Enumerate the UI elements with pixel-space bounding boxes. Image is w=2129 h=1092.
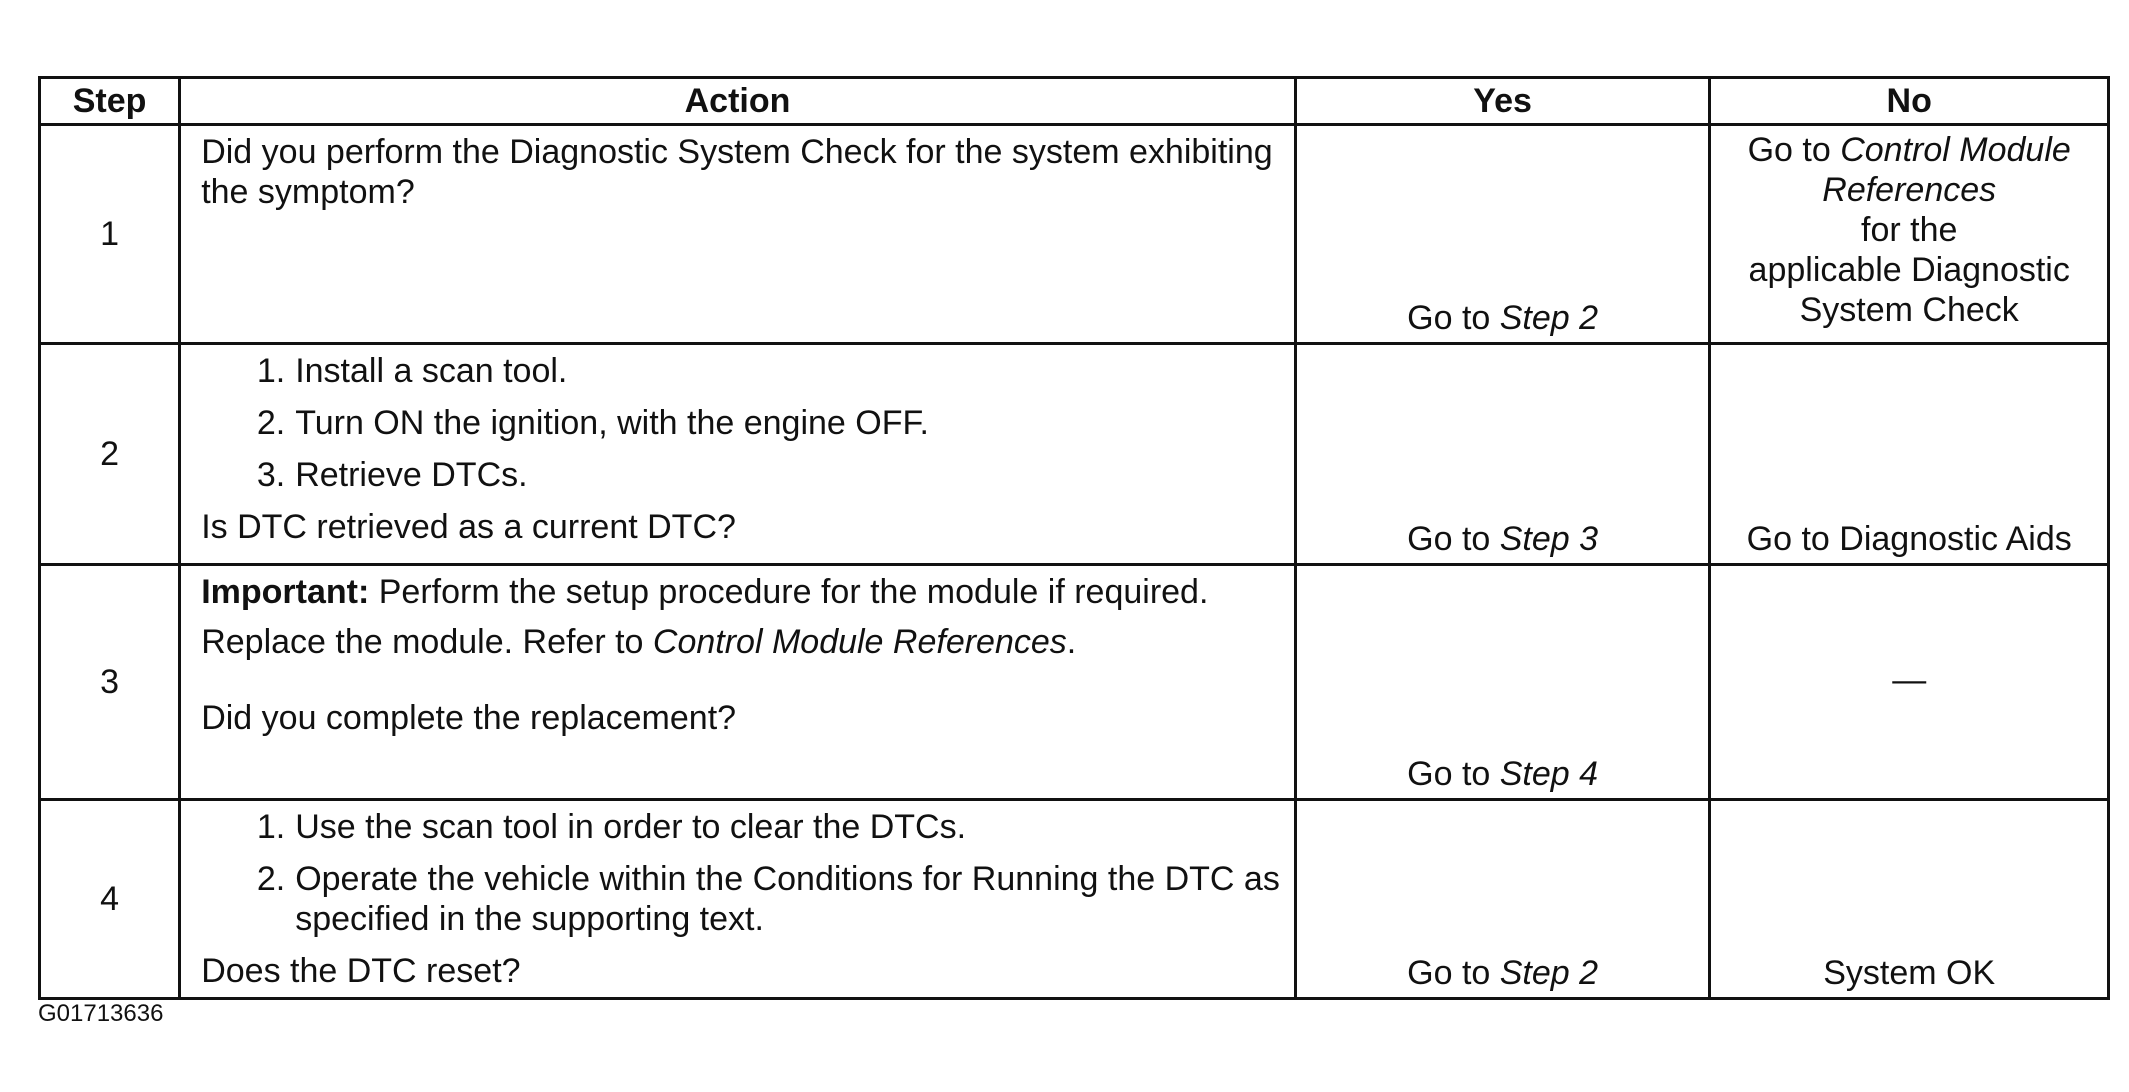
no-reference-link: Control Module References bbox=[1822, 131, 2071, 209]
action-cell: 1.Use the scan tool in order to clear th… bbox=[178, 798, 1297, 1000]
list-item: 1.Install a scan tool. bbox=[256, 352, 568, 390]
step-number: 2 bbox=[37, 342, 182, 566]
step-number: 4 bbox=[37, 798, 182, 1000]
no-text-line: System Check bbox=[1799, 291, 2019, 329]
action-cell: Important: Perform the setup procedure f… bbox=[178, 563, 1297, 801]
no-prefix: Go to bbox=[1747, 131, 1841, 169]
important-text: Perform the setup procedure for the modu… bbox=[369, 573, 1209, 611]
no-text: Go to Diagnostic Aids bbox=[1746, 520, 2072, 558]
yes-step-ref: Step 4 bbox=[1499, 755, 1599, 793]
figure-id: G01713636 bbox=[38, 1000, 164, 1027]
action-question: Did you complete the replacement? bbox=[201, 699, 737, 737]
important-note: Important: Perform the setup procedure f… bbox=[201, 572, 1282, 612]
list-item: 2.Turn ON the ignition, with the engine … bbox=[256, 404, 929, 442]
header-step: Step bbox=[37, 76, 182, 126]
step-number: 1 bbox=[37, 123, 182, 345]
yes-step-ref: Step 2 bbox=[1499, 954, 1599, 992]
list-item: 1.Use the scan tool in order to clear th… bbox=[256, 808, 967, 846]
no-cell: — bbox=[1708, 563, 2110, 801]
yes-cell: Go to Step 3 bbox=[1293, 342, 1712, 566]
no-text-line: applicable Diagnostic bbox=[1748, 251, 2070, 289]
table-row: 1 Did you perform the Diagnostic System … bbox=[37, 123, 2110, 345]
yes-cell: Go to Step 2 bbox=[1293, 123, 1712, 345]
step-number: 3 bbox=[37, 563, 182, 801]
table-row: 3 Important: Perform the setup procedure… bbox=[37, 563, 2110, 801]
table-row: 2 1.Install a scan tool. 2.Turn ON the i… bbox=[37, 342, 2110, 566]
action-list: 1.Use the scan tool in order to clear th… bbox=[201, 807, 1282, 939]
no-text: System OK bbox=[1823, 954, 1996, 992]
header-row: Step Action Yes No bbox=[37, 76, 2110, 126]
action-cell: Did you perform the Diagnostic System Ch… bbox=[178, 123, 1297, 345]
list-item: 3.Retrieve DTCs. bbox=[256, 456, 528, 494]
yes-prefix: Go to bbox=[1407, 954, 1500, 992]
no-cell: Go to Control Module References for the … bbox=[1708, 123, 2110, 345]
yes-prefix: Go to bbox=[1407, 755, 1500, 793]
header-no: No bbox=[1708, 76, 2110, 126]
action-question: Does the DTC reset? bbox=[201, 952, 521, 990]
replace-instruction: Replace the module. Refer to Control Mod… bbox=[201, 623, 1077, 661]
no-cell: Go to Diagnostic Aids bbox=[1708, 342, 2110, 566]
yes-prefix: Go to bbox=[1407, 520, 1500, 558]
action-question: Did you perform the Diagnostic System Ch… bbox=[201, 133, 1273, 211]
action-question: Is DTC retrieved as a current DTC? bbox=[201, 508, 736, 546]
no-dash: — bbox=[1892, 661, 1927, 699]
no-cell: System OK bbox=[1708, 798, 2110, 1000]
diagnostic-table: Step Action Yes No 1 Did you perform the… bbox=[37, 76, 2110, 1000]
header-action: Action bbox=[178, 76, 1297, 126]
yes-step-ref: Step 3 bbox=[1499, 520, 1599, 558]
reference-link: Control Module References bbox=[652, 623, 1067, 661]
header-yes: Yes bbox=[1293, 76, 1712, 126]
list-item: 2.Operate the vehicle within the Conditi… bbox=[256, 860, 1280, 938]
yes-cell: Go to Step 4 bbox=[1293, 563, 1712, 801]
yes-cell: Go to Step 2 bbox=[1293, 798, 1712, 1000]
action-cell: 1.Install a scan tool. 2.Turn ON the ign… bbox=[178, 342, 1297, 566]
yes-prefix: Go to bbox=[1407, 299, 1500, 337]
yes-step-ref: Step 2 bbox=[1499, 299, 1599, 337]
table-row: 4 1.Use the scan tool in order to clear … bbox=[37, 798, 2110, 1000]
action-list: 1.Install a scan tool. 2.Turn ON the ign… bbox=[201, 351, 1282, 495]
no-text-line: for the bbox=[1861, 211, 1958, 249]
important-label: Important: bbox=[201, 573, 370, 611]
